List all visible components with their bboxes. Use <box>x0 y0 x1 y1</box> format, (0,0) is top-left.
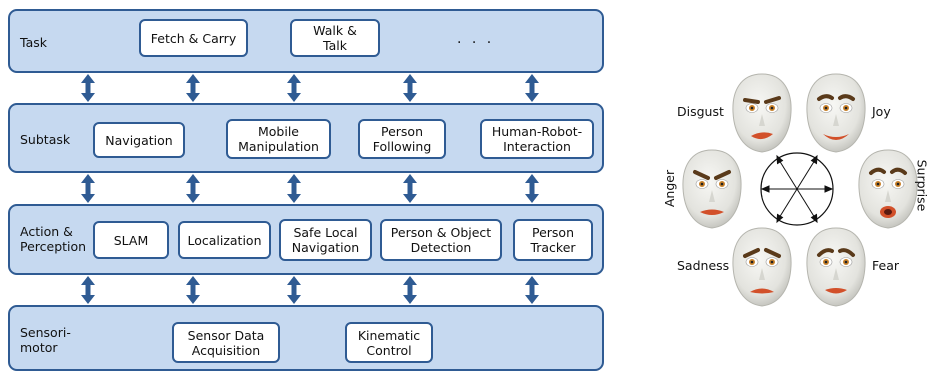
layer-label-task: Task <box>20 35 47 50</box>
arrow-action-sensor-3 <box>287 276 301 304</box>
arrow-subtask-action-1 <box>81 174 95 203</box>
face-surprise <box>858 149 918 229</box>
layer-sensorimotor: Sensori- motor Sensor Data Acquisition K… <box>8 305 604 371</box>
arrow-subtask-action-3 <box>287 174 301 203</box>
module-localization: Localization <box>178 221 271 259</box>
module-safe-local-navigation: Safe Local Navigation <box>279 219 372 261</box>
module-walk-talk: Walk & Talk <box>290 19 380 57</box>
module-slam: SLAM <box>93 221 169 259</box>
arrow-task-subtask-5 <box>525 74 539 102</box>
module-mobile-manipulation: Mobile Manipulation <box>226 119 331 159</box>
layer-connection-arrows <box>81 74 539 304</box>
label-joy: Joy <box>872 104 891 119</box>
arrow-subtask-action-5 <box>525 174 539 203</box>
module-person-tracker: Person Tracker <box>513 219 593 261</box>
label-fear: Fear <box>872 258 899 273</box>
layer-label-subtask: Subtask <box>20 132 71 147</box>
face-joy <box>806 73 866 153</box>
label-anger: Anger <box>662 169 678 208</box>
module-person-following: Person Following <box>358 119 446 159</box>
layer-task: Task Fetch & Carry Walk & Talk . . . <box>8 9 604 73</box>
arrow-task-subtask-3 <box>287 74 301 102</box>
face-disgust <box>732 73 792 153</box>
arrow-action-sensor-1 <box>81 276 95 304</box>
module-person-object-detection: Person & Object Detection <box>380 219 502 261</box>
arrow-task-subtask-1 <box>81 74 95 102</box>
face-sadness <box>732 227 792 307</box>
emotion-wheel <box>760 152 834 226</box>
module-human-robot-interaction: Human-Robot- Interaction <box>480 119 594 159</box>
face-anger <box>682 149 742 229</box>
layer-subtask: Subtask Navigation Mobile Manipulation P… <box>8 103 604 173</box>
face-fear <box>806 227 866 307</box>
arrow-action-sensor-4 <box>403 276 417 304</box>
arrow-task-subtask-4 <box>403 74 417 102</box>
module-kinematic-control: Kinematic Control <box>345 322 433 363</box>
layer-action-perception: Action & Perception SLAM Localization Sa… <box>8 204 604 275</box>
arrow-action-sensor-5 <box>525 276 539 304</box>
arrow-subtask-action-4 <box>403 174 417 203</box>
label-surprise: Surprise <box>914 159 930 212</box>
layer-label-action-perception: Action & Perception <box>20 224 87 254</box>
module-navigation: Navigation <box>93 122 185 158</box>
arrow-task-subtask-2 <box>186 74 200 102</box>
layer-label-sensorimotor: Sensori- motor <box>20 325 71 355</box>
module-sensor-data-acquisition: Sensor Data Acquisition <box>172 322 280 363</box>
label-sadness: Sadness <box>677 258 730 273</box>
arrow-action-sensor-2 <box>186 276 200 304</box>
label-disgust: Disgust <box>677 104 724 119</box>
module-fetch-carry: Fetch & Carry <box>139 19 248 57</box>
arrow-subtask-action-2 <box>186 174 200 203</box>
ellipsis: . . . <box>457 31 495 47</box>
